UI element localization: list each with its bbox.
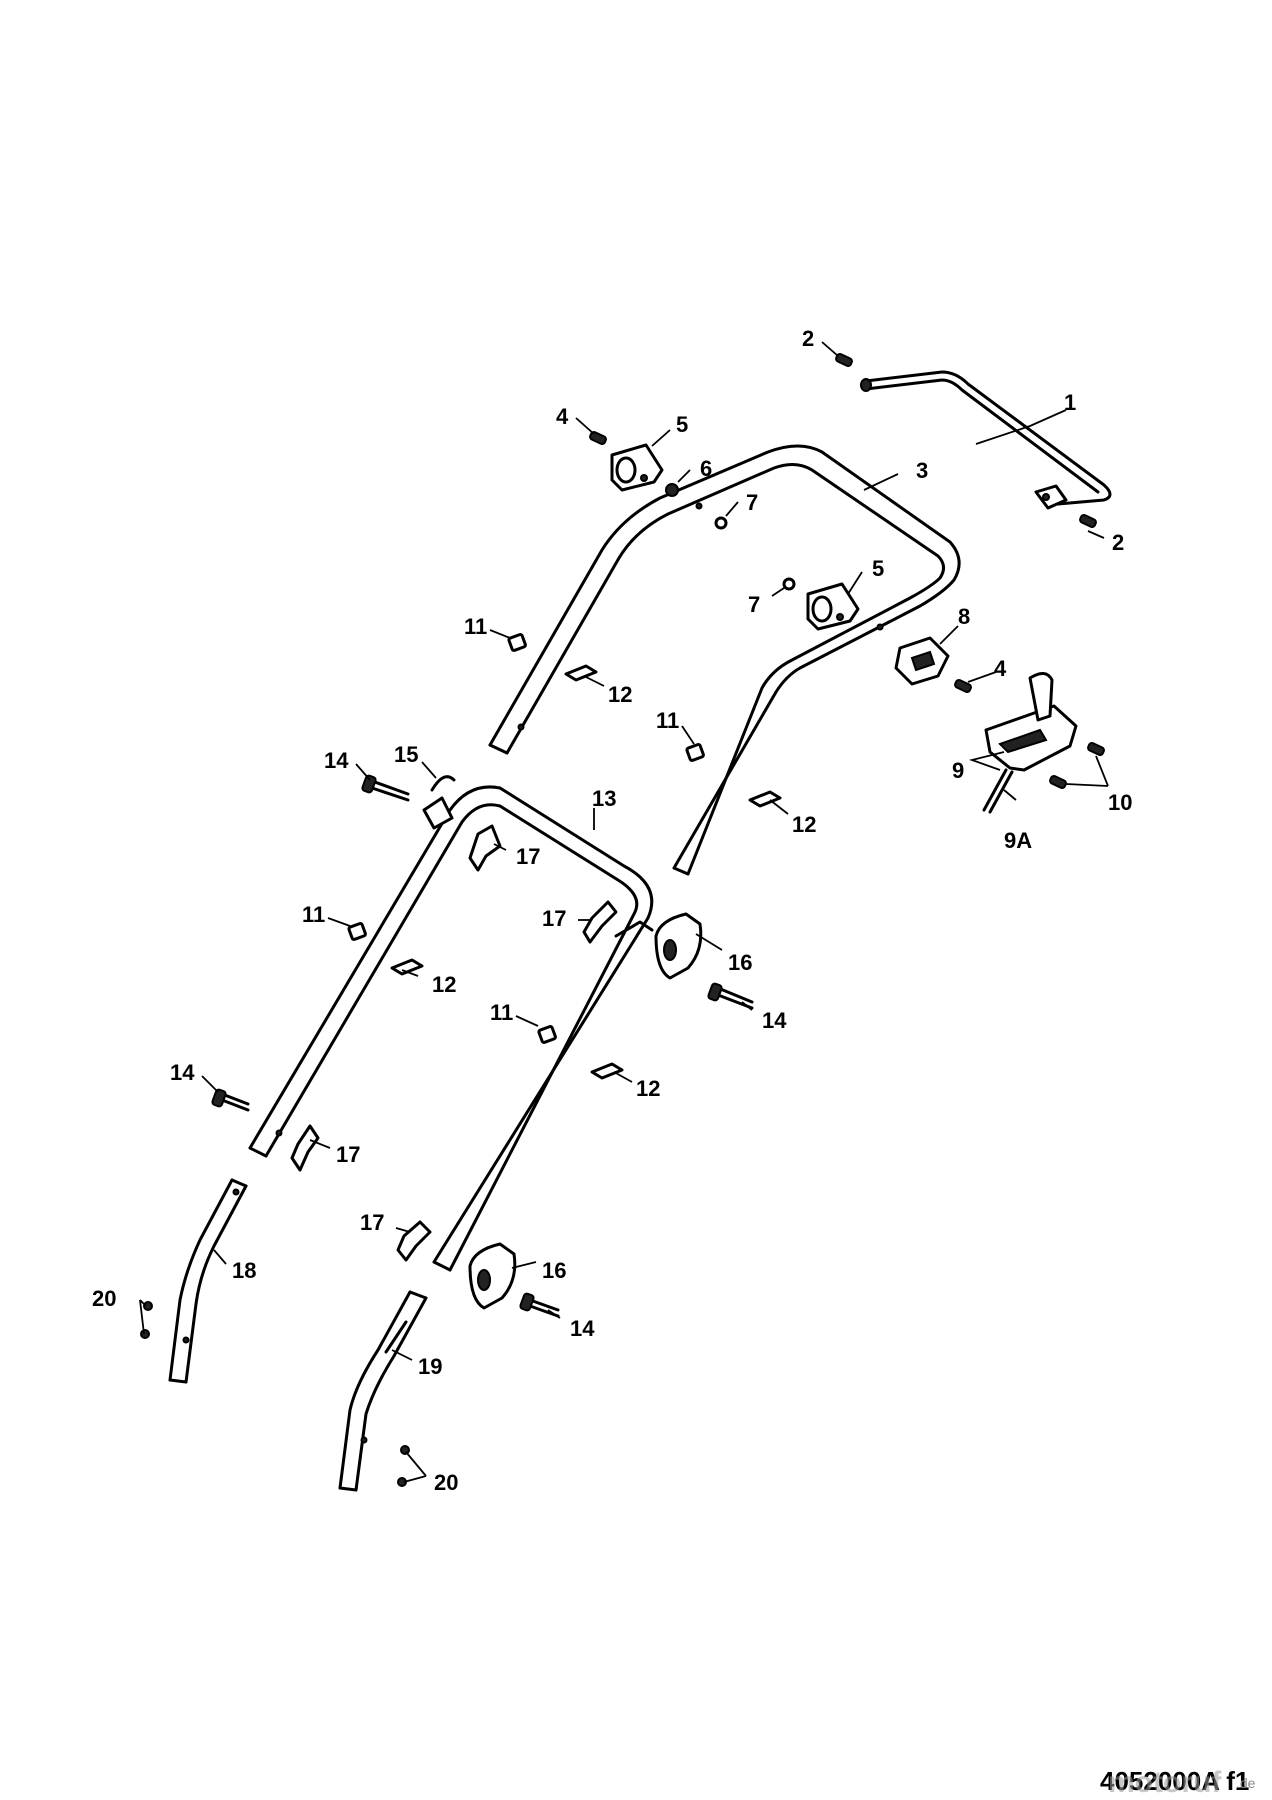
callout-14-b: 14 xyxy=(762,1008,787,1033)
part-8-cable-guide xyxy=(894,636,950,686)
callout-5-lower: 5 xyxy=(872,556,884,581)
callout-16-lower: 16 xyxy=(542,1258,566,1283)
callout-14-d: 14 xyxy=(570,1316,595,1341)
callout-17-c: 17 xyxy=(336,1142,360,1167)
part-14-bolt-a xyxy=(361,774,410,802)
callout-5-upper: 5 xyxy=(676,412,688,437)
callout-12-d: 12 xyxy=(636,1076,660,1101)
part-16-knob-upper xyxy=(654,912,703,980)
callout-2-upper: 2 xyxy=(802,326,814,351)
part-11-insert-d xyxy=(537,1025,557,1044)
part-10-screw-upper xyxy=(1087,741,1105,757)
callout-4-upper: 4 xyxy=(556,404,569,429)
callout-4-lower: 4 xyxy=(994,656,1007,681)
callout-11-b: 11 xyxy=(656,708,679,733)
callout-14-a: 14 xyxy=(324,748,349,773)
callout-6: 6 xyxy=(700,456,712,481)
part-10-screw-lower xyxy=(1049,774,1067,790)
part-15-cable-clip xyxy=(422,775,456,830)
part-12-plate-a xyxy=(564,664,598,682)
part-1-control-rod xyxy=(860,370,1112,510)
part-17-wing-nut-b xyxy=(582,900,618,944)
part-3-upper-handle xyxy=(488,444,961,876)
callout-7-lower: 7 xyxy=(748,592,760,617)
part-5-clamp-lower xyxy=(806,582,860,631)
callout-1: 1 xyxy=(1064,390,1076,415)
callout-19: 19 xyxy=(418,1354,442,1379)
part-11-insert-c xyxy=(347,922,367,941)
part-7-nut-upper xyxy=(714,516,728,530)
callout-17-d: 17 xyxy=(360,1210,384,1235)
callout-8: 8 xyxy=(958,604,970,629)
callout-15: 15 xyxy=(394,742,418,767)
callout-11-a: 11 xyxy=(464,614,487,639)
callout-13: 13 xyxy=(592,786,616,811)
callout-20-left: 20 xyxy=(92,1286,116,1311)
callout-2-lower: 2 xyxy=(1112,530,1124,555)
callout-7-upper: 7 xyxy=(746,490,758,515)
part-16-knob-lower xyxy=(468,1242,517,1310)
part-2-screw-upper xyxy=(835,352,853,368)
part-20-screw-left-upper xyxy=(143,1301,153,1311)
part-17-wing-nut-a xyxy=(468,824,502,872)
leader-lines xyxy=(139,341,1109,1483)
part-18-left-lower-tube xyxy=(168,1178,248,1384)
callout-12-c: 12 xyxy=(432,972,456,997)
part-4-screw-upper xyxy=(589,430,607,446)
part-9-control-lever xyxy=(984,672,1078,772)
part-6-nut xyxy=(665,483,679,497)
callout-14-c: 14 xyxy=(170,1060,195,1085)
part-9a-pin xyxy=(982,768,1014,814)
callout-11-d: 11 xyxy=(490,1000,513,1025)
callout-17-a: 17 xyxy=(516,844,540,869)
part-12-plate-c xyxy=(390,958,424,976)
callout-18: 18 xyxy=(232,1258,256,1283)
part-14-bolt-c xyxy=(211,1088,250,1112)
part-17-wing-nut-d xyxy=(396,1220,432,1262)
callout-17-b: 17 xyxy=(542,906,566,931)
callout-16-upper: 16 xyxy=(728,950,752,975)
part-13-lower-handle xyxy=(248,785,654,1272)
callout-20-right: 20 xyxy=(434,1470,458,1495)
callout-11-c: 11 xyxy=(302,902,325,927)
callout-9: 9 xyxy=(952,758,964,783)
part-12-plate-d xyxy=(590,1062,624,1080)
drawing-code: 4052000A f1 xyxy=(1100,1766,1249,1796)
callout-12-b: 12 xyxy=(792,812,816,837)
part-17-wing-nut-c xyxy=(290,1124,320,1172)
part-7-nut-lower xyxy=(782,577,796,591)
callouts: 1 2 2 3 4 4 5 5 6 7 7 8 9 9A 10 11 11 11… xyxy=(92,326,1132,1495)
callout-12-a: 12 xyxy=(608,682,632,707)
part-11-insert-b xyxy=(685,743,705,762)
callout-10: 10 xyxy=(1108,790,1132,815)
callout-9a: 9A xyxy=(1004,828,1032,853)
watermark: motoruf xyxy=(1108,1766,1222,1799)
part-5-clamp-upper xyxy=(610,443,664,492)
part-12-plate-b xyxy=(748,790,782,808)
watermark-domain: .de xyxy=(1236,1775,1256,1791)
part-4-screw-lower xyxy=(954,678,972,694)
part-2-screw-lower xyxy=(1079,513,1097,529)
part-20-screw-left-lower xyxy=(140,1329,150,1339)
part-19-right-lower-tube xyxy=(338,1290,428,1492)
part-11-insert-a xyxy=(507,633,527,652)
callout-3: 3 xyxy=(916,458,928,483)
